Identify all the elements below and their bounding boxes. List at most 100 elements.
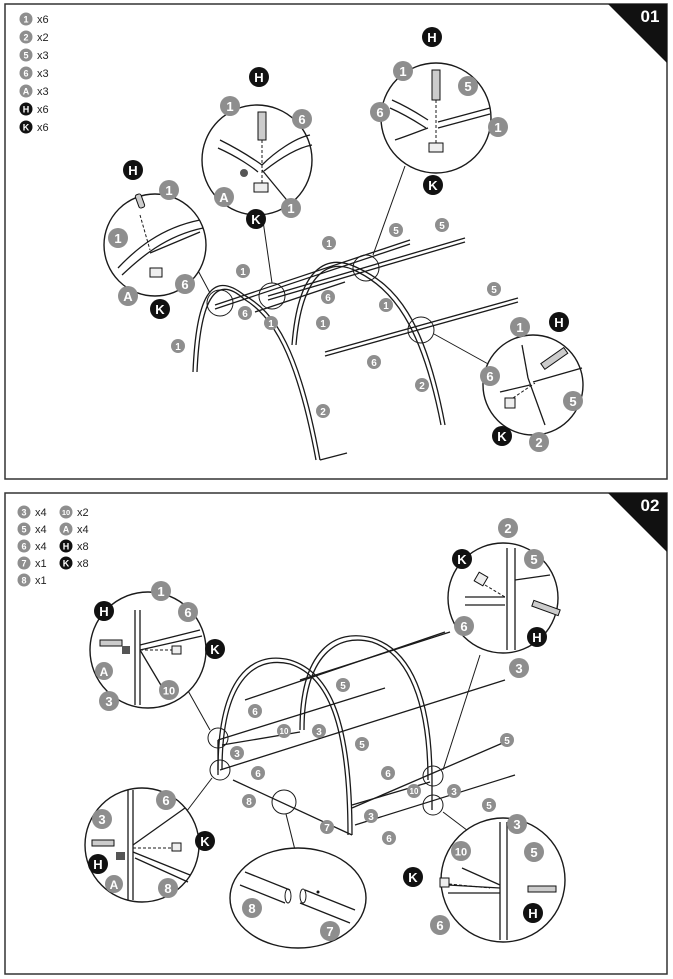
zoom-tube	[521, 344, 529, 379]
callout-badge: 3	[99, 691, 119, 711]
callout-badge: H	[88, 854, 108, 874]
callout-badge: 1	[281, 198, 301, 218]
callout-badge: 5	[482, 798, 496, 812]
callout-badge: 1	[322, 236, 336, 250]
side-rod	[354, 774, 516, 826]
callout-badge: K	[246, 209, 266, 229]
parts-row: 10 x2	[59, 505, 89, 519]
bolt-shape	[527, 885, 557, 893]
callout-badge: 3	[509, 658, 529, 678]
step-02-frame-structure	[179, 631, 516, 851]
ridge-rod	[214, 239, 411, 306]
part-qty: x2	[77, 507, 89, 519]
ground-rod	[319, 452, 348, 461]
callout-badge: 1	[220, 96, 240, 116]
svg-text:5: 5	[530, 845, 537, 860]
callout-badge: 6	[156, 790, 176, 810]
nut-shape	[439, 877, 450, 888]
zoom-bubble	[447, 542, 559, 654]
svg-text:1: 1	[226, 99, 233, 114]
svg-text:2: 2	[535, 435, 542, 450]
callout-badge: 10	[451, 841, 471, 861]
part-qty: x3	[37, 50, 49, 62]
zoom-tube	[391, 99, 429, 121]
bolt-shape	[431, 69, 441, 101]
callout-badge: H	[123, 160, 143, 180]
short-rod	[254, 281, 346, 313]
step-01-zoom-left	[103, 193, 207, 297]
svg-text:6: 6	[181, 277, 188, 292]
zoom-tube	[389, 107, 427, 129]
callout-badge: 1	[159, 180, 179, 200]
part-qty: x1	[35, 575, 47, 587]
callout-badge: 2	[498, 518, 518, 538]
step-01-frame	[4, 3, 668, 480]
callout-badge: 5	[500, 733, 514, 747]
svg-text:K: K	[408, 870, 418, 885]
svg-text:3: 3	[513, 817, 520, 832]
svg-text:6: 6	[184, 605, 191, 620]
cap-shape	[116, 852, 125, 860]
callout-badge: 1	[393, 61, 413, 81]
nut-shape	[171, 842, 182, 852]
parts-row: H x6	[19, 102, 49, 116]
svg-text:1: 1	[175, 342, 181, 353]
svg-text:K: K	[155, 302, 165, 317]
callout-badge: 5	[524, 842, 544, 862]
detail-ring	[271, 789, 297, 815]
parts-row: 5 x4	[17, 522, 47, 536]
callout-badge: 5	[336, 678, 350, 692]
part-qty: x1	[35, 558, 47, 570]
callout-badge: 1	[108, 228, 128, 248]
part-badge: 3	[21, 508, 26, 518]
zoom-tube	[132, 851, 191, 876]
svg-text:1: 1	[326, 239, 332, 250]
callout-badge: 5	[487, 282, 501, 296]
svg-text:1: 1	[494, 120, 501, 135]
step-02-zoom-bottom-middle	[229, 847, 367, 949]
part-badge: K	[63, 559, 70, 569]
svg-text:6: 6	[298, 112, 305, 127]
part-qty: x4	[35, 507, 47, 519]
callout-badge: 1	[510, 317, 530, 337]
svg-text:6: 6	[325, 293, 331, 304]
parts-row: 7 x1	[17, 556, 47, 570]
part-qty: x6	[37, 104, 49, 116]
part-badge: H	[23, 105, 30, 115]
part-qty: x4	[35, 524, 47, 536]
zoom-tube	[437, 107, 491, 123]
step-02-callouts: 1 H 6 K A 10 3 2 K 5 6 H 3 5 6 10 3 5 3 …	[88, 518, 547, 941]
svg-text:K: K	[497, 429, 507, 444]
step-01-zoom-bottom-right	[482, 334, 584, 436]
callout-badge: 6	[381, 766, 395, 780]
part-badge: H	[63, 542, 70, 552]
nut-shape	[149, 267, 163, 278]
callout-badge: H	[422, 27, 442, 47]
detail-ring	[422, 765, 444, 787]
svg-text:5: 5	[530, 552, 537, 567]
svg-text:10: 10	[455, 847, 467, 859]
side-rod-upper	[267, 237, 466, 297]
zoom-tube	[121, 227, 204, 276]
callout-badge: 6	[321, 290, 335, 304]
svg-text:K: K	[210, 642, 220, 657]
zoom-tube	[217, 147, 259, 173]
zoom-tube	[134, 857, 189, 883]
dashed-guide	[448, 883, 491, 889]
callout-badge: 5	[563, 391, 583, 411]
svg-text:5: 5	[439, 221, 445, 232]
svg-text:1: 1	[516, 320, 523, 335]
parts-row: A x3	[19, 84, 49, 98]
svg-text:5: 5	[504, 736, 510, 747]
callout-badge: 5	[435, 218, 449, 232]
callout-badge: H	[527, 627, 547, 647]
callout-badge: 1	[316, 316, 330, 330]
zoom-tube	[532, 367, 583, 383]
part-qty: x4	[77, 524, 89, 536]
part-qty: x4	[35, 541, 47, 553]
dashed-guide	[139, 214, 151, 251]
zoom-tube	[139, 635, 203, 651]
svg-text:6: 6	[255, 769, 261, 780]
callout-badge: 3	[507, 814, 527, 834]
callout-badge: H	[249, 67, 269, 87]
